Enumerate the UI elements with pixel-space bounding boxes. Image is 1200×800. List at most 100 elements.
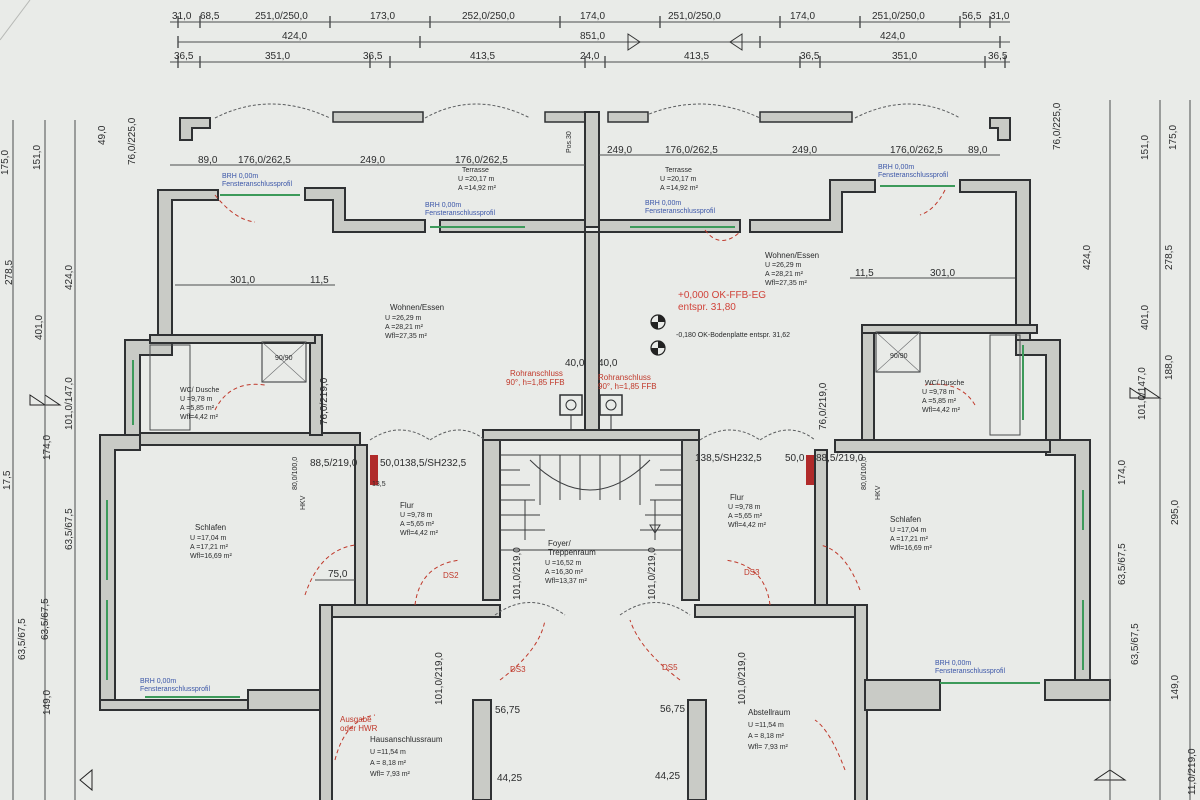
dim-top-row3-5: 24,0 (580, 51, 600, 62)
v-1010-bottom-right: 101,0/219,0 (737, 652, 748, 705)
dim-inner-l1: 89,0 (198, 155, 218, 166)
brh-bottom-right-2: Fensteranschlussprofil (935, 668, 1005, 675)
room-wohnen-left-name: Wohnen/Essen (390, 303, 444, 312)
dim-4425-right: 44,25 (655, 771, 680, 782)
room-wc-right-wfl: Wfl=4,42 m² (922, 407, 961, 414)
room-wohnen-right-wfl: Wfl=27,35 m² (765, 280, 807, 287)
w9090-left: 90/90 (275, 355, 293, 362)
red-annotations: +0,000 OK-FFB-EG entspr. 31,80 -0,180 OK… (340, 290, 790, 733)
left-dim-8: 149,0 (42, 690, 53, 715)
room-wohnen-right-a: A =28,21 m² (765, 271, 804, 278)
staircase (499, 439, 683, 551)
sh-right: 138,5/SH232,5 (695, 453, 762, 464)
room-terrasse-right-name: Terrasse (665, 167, 692, 174)
level-label-2: entspr. 31,80 (678, 302, 736, 313)
v-1010-left: 101,0/219,0 (512, 547, 523, 600)
room-flur-left-wfl: Wfl=4,42 m² (400, 530, 439, 537)
inner-dim-labels: 89,0 176,0/262,5 249,0 176,0/262,5 249,0… (198, 145, 988, 784)
rohr-right-2: 90°, h=1,85 FFB (598, 382, 657, 391)
right-dim-6: 174,0 (1117, 460, 1128, 485)
room-schlafen-left-a: A =17,21 m² (190, 544, 229, 551)
dim-top-row2-3: 424,0 (880, 31, 905, 42)
room-terrasse-left-name: Terrasse (462, 167, 489, 174)
room-wohnen-left-u: U =26,29 m (385, 315, 422, 322)
room-foyer-u: U =16,52 m (545, 560, 582, 567)
room-abstell-name: Abstellraum (748, 708, 791, 717)
rohr-right: Rohranschluss (598, 373, 651, 382)
left-dim-7: 174,0 (42, 435, 53, 460)
dim-inner-l3: 249,0 (360, 155, 385, 166)
windows (106, 185, 1084, 698)
v-1010-bottom-left: 101,0/219,0 (434, 652, 445, 705)
dim-301-left: 301,0 (230, 275, 255, 286)
hkv-right: HKV (875, 485, 882, 500)
room-schlafen-left-wfl: Wfl=16,69 m² (190, 553, 232, 560)
v-800-right: 80,0/100,0 (861, 457, 868, 490)
sh-right-2: 50,0 (785, 453, 805, 464)
room-foyer-wfl: Wfl=13,37 m² (545, 578, 587, 585)
rohr-left: Rohranschluss (510, 369, 563, 378)
dim-top-row3-8: 351,0 (892, 51, 917, 62)
brh-bottom-left-2: Fensteranschlussprofil (140, 686, 210, 693)
room-schlafen-right-a: A =17,21 m² (890, 536, 929, 543)
right-dim-12: 63,5/67,5 (1117, 543, 1128, 585)
w9090-right: 90/90 (890, 353, 908, 360)
dim-top-row3-9: 36,5 (988, 51, 1008, 62)
ds3-bottom-left: DS3 (510, 665, 526, 674)
room-wc-left-u: U =9,78 m (180, 396, 213, 403)
dim-inner-r4: 176,0/262,5 (890, 145, 943, 156)
top-dimension-chains: 31,0 68,5 251,0/250,0 173,0 252,0/250,0 … (170, 11, 1010, 68)
pos-label: Pos.30 (566, 131, 573, 153)
right-dim-5: 424,0 (1082, 245, 1093, 270)
room-schlafen-right-wfl: Wfl=16,69 m² (890, 545, 932, 552)
room-abstell-u: U =11,54 m (748, 722, 784, 729)
left-dim-6: 424,0 (64, 265, 75, 290)
brh-top-right-outer-2: Fensteranschlussprofil (878, 172, 948, 179)
room-terrasse-left-a: A =14,92 m² (458, 185, 497, 192)
room-labels: Wohnen/Essen U =26,29 m A =28,21 m² Wfl=… (180, 167, 964, 778)
right-dim-4: 401,0 (1140, 305, 1151, 330)
brh-bottom-right: BRH 0,00m (935, 660, 971, 667)
room-hausanschluss-u: U =11,54 m (370, 749, 406, 756)
left-dim-5: 401,0 (34, 315, 45, 340)
brh-top-left: BRH 0,00m (222, 173, 258, 180)
dim-4425-left: 44,25 (497, 773, 522, 784)
room-schlafen-left-name: Schlafen (195, 523, 226, 532)
rohr-left-2: 90°, h=1,85 FFB (506, 378, 565, 387)
dim-top-row3-2: 351,0 (265, 51, 290, 62)
room-foyer-name: Foyer/ (548, 539, 571, 548)
v-1010-right: 101,0/219,0 (647, 547, 658, 600)
right-dim-7: 188,0 (1164, 355, 1175, 380)
room-wc-left-a: A =5,85 m² (180, 405, 215, 412)
room-schlafen-right-u: U =17,04 m (890, 527, 927, 534)
left-dim-9: 101,0/147,0 (64, 377, 75, 430)
room-abstell-wfl: Wfl= 7,93 m² (748, 744, 789, 751)
brh-top-middle: BRH 0,00m (425, 202, 461, 209)
blue-annotations: BRH 0,00m Fensteranschlussprofil BRH 0,0… (140, 164, 1005, 693)
dim-top-6: 174,0 (580, 11, 605, 22)
room-terrasse-right-u: U =20,17 m (660, 176, 697, 183)
right-side-dimensions: 175,0 151,0 278,5 401,0 424,0 174,0 188,… (1052, 100, 1198, 800)
right-dim-1: 175,0 (1168, 125, 1179, 150)
dim-top-row2-2: 851,0 (580, 31, 605, 42)
ausgabe-label-2: oder HWR (340, 724, 378, 733)
door-right: 88,5/219,0 (816, 453, 864, 464)
room-hausanschluss-a: A = 8,18 m² (370, 760, 407, 767)
brh-top-right: BRH 0,00m (645, 200, 681, 207)
rohr-dim-left: 40,0 (565, 358, 585, 369)
dim-top-9: 251,0/250,0 (872, 11, 925, 22)
dim-top-row3-3: 36,5 (363, 51, 383, 62)
dim-top-10: 56,5 (962, 11, 982, 22)
dim-top-row3-4: 413,5 (470, 51, 495, 62)
dim-top-row2-1: 424,0 (282, 31, 307, 42)
dim-301-right: 301,0 (930, 268, 955, 279)
dim-top-1: 31,0 (172, 11, 192, 22)
v-800-left: 80,0/100,0 (292, 457, 299, 490)
left-dim-3: 151,0 (32, 145, 43, 170)
room-wohnen-left-a: A =28,21 m² (385, 324, 424, 331)
ds3-right: DS3 (744, 568, 760, 577)
right-dim-10: 11,0/219,0 (1187, 748, 1198, 795)
dim-inner-l2: 176,0/262,5 (238, 155, 291, 166)
room-flur-right-a: A =5,65 m² (728, 513, 763, 520)
